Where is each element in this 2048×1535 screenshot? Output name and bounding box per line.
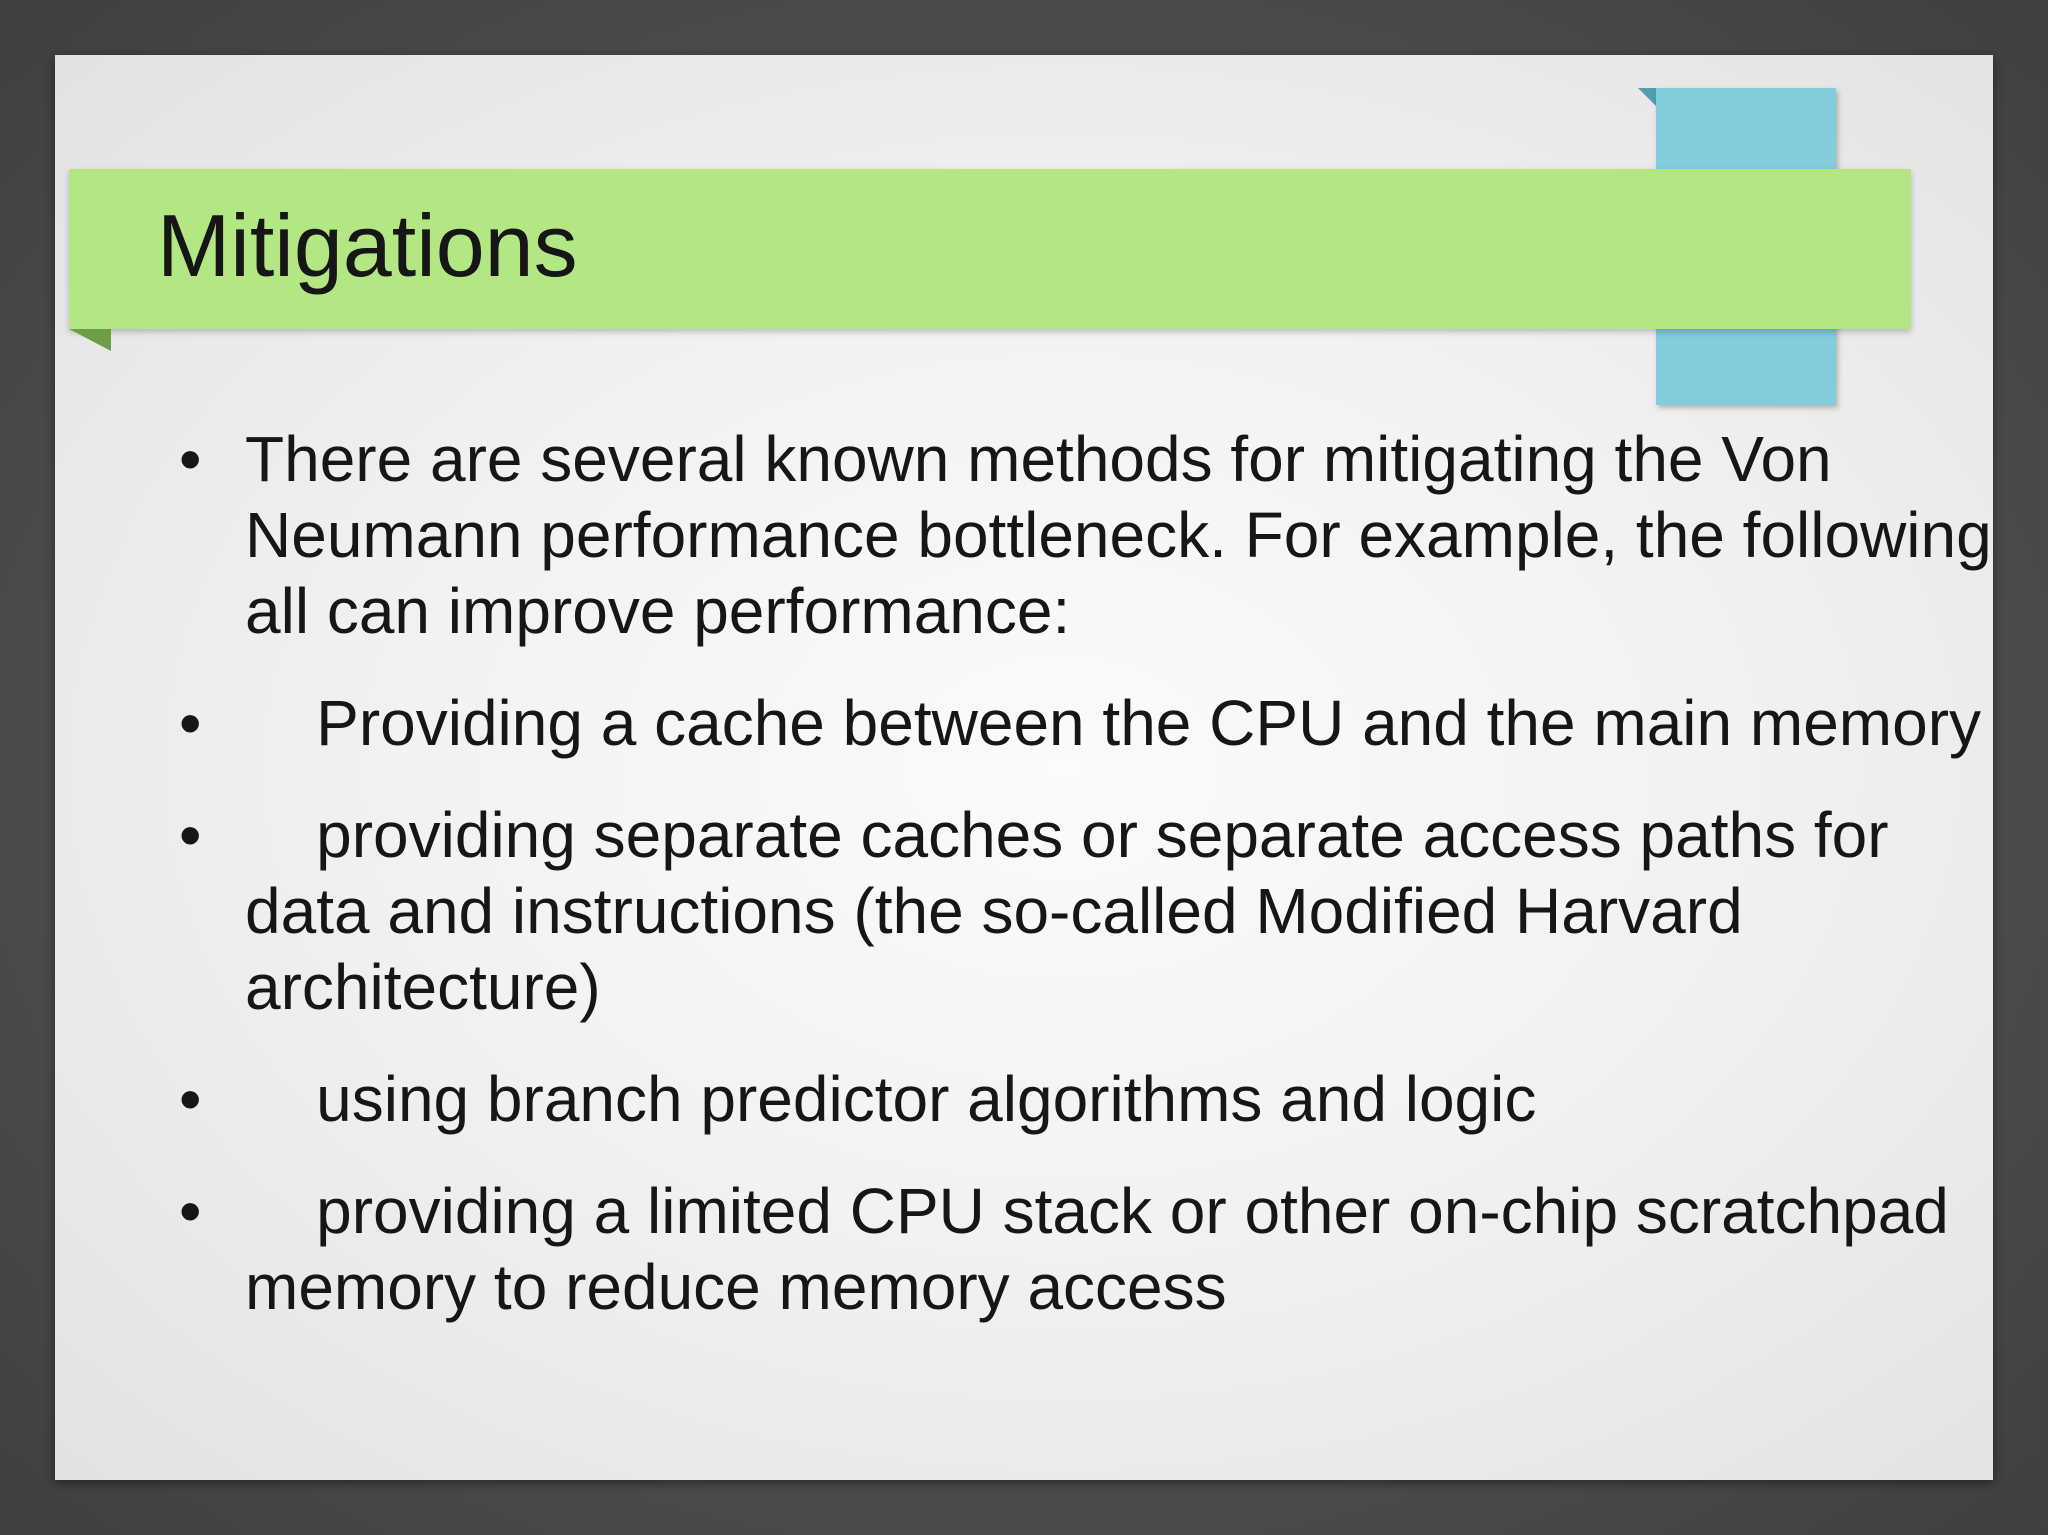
slide-title: Mitigations: [157, 196, 578, 295]
title-banner: [69, 169, 1911, 329]
bullet-marker: •: [179, 799, 202, 871]
blue-tab-fold: [1638, 88, 1656, 106]
bullet-marker: •: [179, 1063, 202, 1135]
bullet-text: using branch predictor algorithms and lo…: [245, 1063, 1537, 1135]
bullet-text: There are several known methods for miti…: [245, 423, 2010, 647]
bullet-item: • Providing a cache between the CPU and …: [173, 685, 1993, 761]
bullet-text: providing separate caches or separate ac…: [245, 799, 1907, 1023]
bullet-text: Providing a cache between the CPU and th…: [245, 687, 1981, 759]
bullet-item: • providing separate caches or separate …: [173, 797, 1993, 1025]
bullet-marker: •: [179, 423, 202, 495]
bullet-list: • There are several known methods for mi…: [173, 421, 1993, 1361]
bullet-text: providing a limited CPU stack or other o…: [245, 1175, 1967, 1323]
bullet-marker: •: [179, 687, 202, 759]
bullet-item: • providing a limited CPU stack or other…: [173, 1173, 1993, 1325]
bullet-item: • There are several known methods for mi…: [173, 421, 1993, 649]
slide: Mitigations • There are several known me…: [55, 55, 1993, 1480]
title-banner-fold: [69, 329, 111, 351]
bullet-marker: •: [179, 1175, 202, 1247]
bullet-item: • using branch predictor algorithms and …: [173, 1061, 1993, 1137]
